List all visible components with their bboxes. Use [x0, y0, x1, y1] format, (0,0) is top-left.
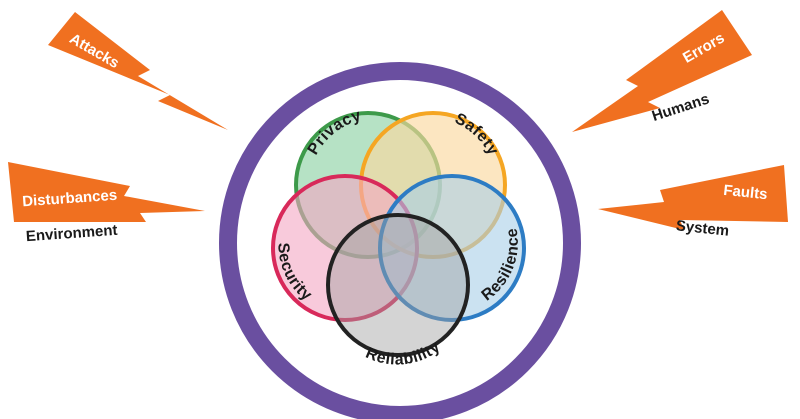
- venn-circles: [271, 111, 526, 357]
- faults-label: Faults: [723, 182, 769, 204]
- attacks-bolt-icon: [48, 12, 228, 130]
- trustworthiness-ring: [219, 62, 581, 419]
- environment-label: Environment: [25, 222, 118, 245]
- threat-attacks: Attacks: [48, 12, 228, 130]
- resilience-circle: [378, 174, 526, 322]
- threat-disturbances: Disturbances Environment: [8, 162, 205, 245]
- errors-bolt-icon: [572, 10, 752, 132]
- disturbances-bolt-icon: [8, 162, 205, 222]
- faults-bolt-icon: [598, 165, 788, 230]
- threat-faults: Faults System: [598, 165, 788, 240]
- threat-errors: Errors Humans: [572, 10, 752, 132]
- system-label: System: [675, 217, 730, 239]
- disturbances-label: Disturbances: [22, 187, 118, 211]
- reliability-circle: [326, 213, 470, 357]
